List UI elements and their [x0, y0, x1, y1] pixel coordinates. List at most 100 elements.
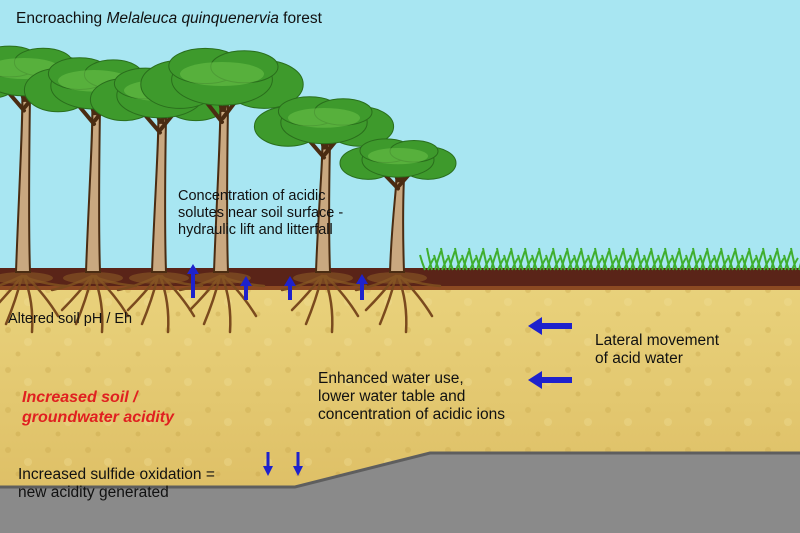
- root-mat: [191, 272, 251, 284]
- grass-blade: [461, 254, 468, 271]
- tree: [339, 138, 457, 273]
- label-altered-soil: Altered soil pH / Eh: [8, 311, 133, 327]
- grass-blade: [713, 254, 720, 271]
- grass-blade: [658, 250, 666, 271]
- grass-blade: [517, 254, 524, 271]
- grass-blade: [588, 250, 596, 271]
- root-mat: [293, 272, 353, 284]
- grass-blade: [426, 247, 433, 271]
- grass-blade: [720, 247, 727, 271]
- grass-blade: [482, 247, 489, 271]
- label-increased-acidity: Increased soil / groundwater acidity: [22, 389, 175, 426]
- grass-blade: [546, 250, 554, 271]
- melaleuca-trees: [0, 45, 457, 273]
- grass-blade: [664, 247, 671, 271]
- grass-blade: [594, 247, 601, 271]
- grass-blade: [776, 247, 783, 271]
- grass-blade: [560, 250, 568, 271]
- grass-blade: [615, 254, 622, 271]
- grass-blade: [783, 254, 790, 271]
- grass-blade: [700, 250, 708, 271]
- grass-blade: [685, 254, 692, 271]
- canopy-highlight: [368, 148, 428, 165]
- label-water-use: Enhanced water use, lower water table an…: [318, 370, 505, 423]
- grass-blade: [573, 254, 580, 271]
- grass-blade: [630, 250, 638, 271]
- label-surface-concentration: Concentration of acidic solutes near soi…: [178, 188, 344, 238]
- label-sulfide-oxidation: Increased sulfide oxidation = new acidit…: [18, 466, 215, 501]
- grass-blade: [636, 247, 643, 271]
- grass-blade: [524, 247, 531, 271]
- grass-blade: [714, 250, 722, 271]
- up-arrow-icon: [187, 264, 368, 300]
- diagram-title: Encroaching Melaleuca quinquenervia fore…: [16, 10, 322, 28]
- grass-blade: [672, 250, 680, 271]
- grass-blade: [448, 250, 456, 271]
- grass-blade: [454, 247, 461, 271]
- grass-blade: [650, 247, 657, 271]
- grass-blade: [728, 250, 736, 271]
- canopy-highlight: [180, 62, 264, 86]
- grass-blade: [686, 250, 694, 271]
- grass-blade: [490, 250, 498, 271]
- grass-blade: [518, 250, 526, 271]
- grass-blade: [489, 254, 496, 271]
- grass-blade: [762, 247, 769, 271]
- grass-blade: [790, 247, 797, 271]
- grass-blade: [440, 247, 447, 271]
- grass-blade: [657, 254, 664, 271]
- grass-blade: [622, 247, 629, 271]
- bedrock-edge: [0, 451, 800, 489]
- left-arrow-icon: [528, 317, 572, 389]
- tree: [253, 96, 395, 273]
- title-suffix: forest: [283, 10, 322, 27]
- grass-blade: [699, 254, 706, 271]
- grass-blade: [734, 247, 741, 271]
- title-species: Melaleuca quinquenervia: [106, 10, 279, 27]
- grass-blade: [574, 250, 582, 271]
- tree-roots: [0, 272, 442, 334]
- grass-blade: [503, 254, 510, 271]
- grass-blade: [692, 247, 699, 271]
- grass-blade: [671, 254, 678, 271]
- canopy-highlight: [288, 108, 360, 128]
- grass-blade: [532, 250, 540, 271]
- grass-blade: [706, 247, 713, 271]
- topsoil-edge: [0, 286, 800, 290]
- bedrock: [0, 453, 800, 533]
- grass-blade: [510, 247, 517, 271]
- grass-blade: [616, 250, 624, 271]
- grass-blade: [462, 250, 470, 271]
- grass-blade: [755, 254, 762, 271]
- label-lateral-movement: Lateral movement of acid water: [595, 332, 720, 367]
- grass-blade: [748, 247, 755, 271]
- grass-blade: [496, 247, 503, 271]
- grass-blade: [419, 254, 426, 271]
- grass-blade: [644, 250, 652, 271]
- grass-blade: [476, 250, 484, 271]
- root-mat: [0, 272, 53, 284]
- grass-blade: [434, 250, 442, 271]
- grass-blade: [643, 254, 650, 271]
- grass-blade: [742, 250, 750, 271]
- grass-blade: [587, 254, 594, 271]
- grass-blade: [504, 250, 512, 271]
- grass-blade: [538, 247, 545, 271]
- grass-blade: [629, 254, 636, 271]
- grass-blade: [741, 254, 748, 271]
- grass-blade: [552, 247, 559, 271]
- grass-blade: [468, 247, 475, 271]
- grass-blade: [602, 250, 610, 271]
- grass-blade: [608, 247, 615, 271]
- title-prefix: Encroaching: [16, 10, 103, 27]
- grass-blade: [433, 254, 440, 271]
- grass-blade: [580, 247, 587, 271]
- root-mat: [367, 272, 427, 284]
- grass-blade: [784, 250, 792, 271]
- grass-blade: [678, 247, 685, 271]
- grass-blade: [475, 254, 482, 271]
- grass-blade: [769, 254, 776, 271]
- grass-blade: [566, 247, 573, 271]
